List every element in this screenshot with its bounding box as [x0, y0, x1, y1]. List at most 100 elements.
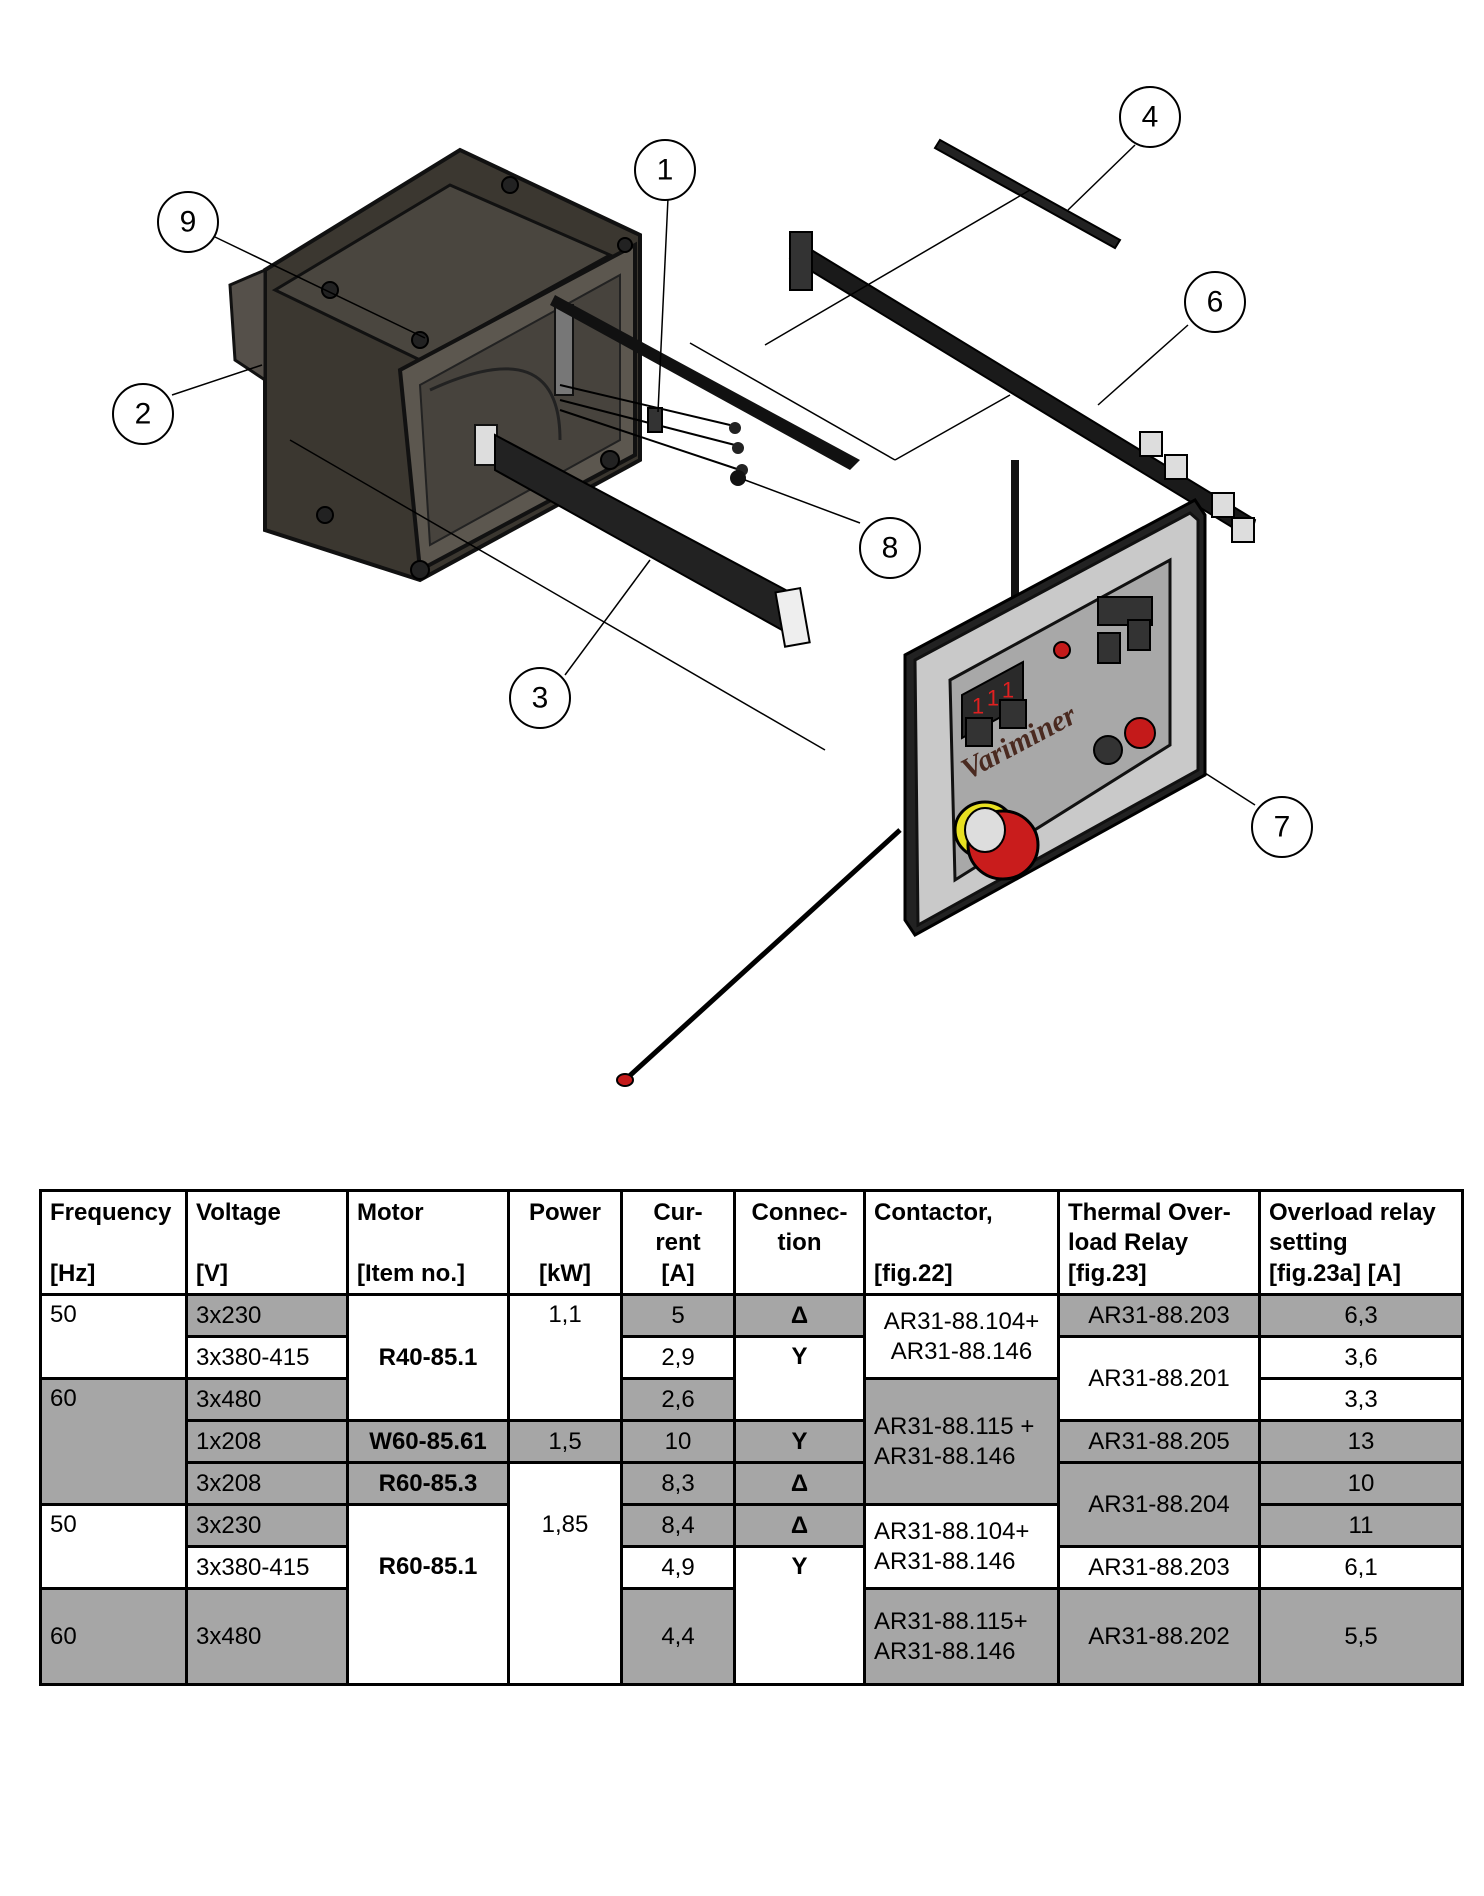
display-digit-2: 1 — [987, 686, 999, 711]
callout-leaders — [171, 144, 1256, 806]
cell-current: 8,3 — [620, 1461, 736, 1506]
cell-motor: R60-85.3 — [346, 1461, 510, 1506]
header-relay-setting: Overload relay setting[fig.23a] [A] — [1258, 1189, 1464, 1296]
cell-contactor: AR31-88.115+ AR31-88.146 — [863, 1587, 1060, 1686]
cable-harness-3 — [494, 433, 811, 648]
table-row: 3x208 R60-85.3 1,85 8,3 Δ AR31-88.204 10 — [41, 1461, 1464, 1686]
motor-spec-table: Frequency[Hz] Voltage[V] Motor[Item no.]… — [39, 1189, 1464, 1686]
cell-current: 2,6 — [620, 1377, 736, 1422]
cell-power: 1,5 — [507, 1419, 623, 1464]
callout-label-4: 4 — [1142, 101, 1159, 134]
header-power: Power[kW] — [507, 1189, 623, 1296]
guide-lines — [289, 189, 1031, 751]
cell-connection: Y — [733, 1419, 866, 1464]
screws-part-8 — [559, 384, 748, 486]
cell-motor: W60-85.61 — [346, 1419, 510, 1464]
cell-connection: Δ — [733, 1461, 866, 1506]
table-row: 3x380-415 2,9 Y AR31-88.201 3,6 — [41, 1335, 1464, 1422]
cell-current: 4,9 — [620, 1545, 736, 1590]
callout-label-7: 7 — [1274, 811, 1291, 844]
callout-7: 7 — [1251, 796, 1313, 858]
callout-label-9: 9 — [180, 206, 197, 239]
cell-connection: Δ — [733, 1293, 866, 1338]
cell-thermal-relay: AR31-88.205 — [1057, 1419, 1261, 1464]
header-motor: Motor[Item no.] — [346, 1189, 510, 1296]
control-panel-part-7: 1 1 1 Variminer — [903, 498, 1207, 937]
panel-cable — [1011, 460, 1019, 600]
cell-current: 10 — [620, 1419, 736, 1464]
cell-current: 8,4 — [620, 1503, 736, 1548]
table-row: 3x380-415 4,9 Y AR31-88.203 6,1 — [41, 1545, 1464, 1686]
cell-power: 1,1 — [507, 1293, 623, 1422]
cell-thermal-relay: AR31-88.203 — [1057, 1545, 1261, 1590]
cell-voltage: 3x208 — [185, 1461, 349, 1506]
cell-relay-setting: 6,3 — [1258, 1293, 1464, 1338]
table-row: 50 3x230 R40-85.1 1,1 5 Δ AR31-88.104+ A… — [39, 1293, 1464, 1422]
cell-voltage: 3x380-415 — [185, 1545, 349, 1590]
callout-6: 6 — [1184, 271, 1246, 333]
table-row: 60 3x480 4,4 AR31-88.115+ AR31-88.146 AR… — [39, 1587, 1464, 1686]
table-row: 50 3x230 R60-85.1 8,4 Δ AR31-88.104+ AR3… — [39, 1503, 1464, 1686]
callout-8: 8 — [859, 517, 921, 579]
cell-voltage: 3x480 — [185, 1587, 349, 1686]
cell-relay-setting: 10 — [1258, 1461, 1464, 1506]
cell-current: 4,4 — [620, 1587, 736, 1686]
cell-contactor: AR31-88.104+ AR31-88.146 — [863, 1293, 1060, 1380]
table-header-row: Frequency[Hz] Voltage[V] Motor[Item no.]… — [39, 1189, 1464, 1296]
table-row: 1x208 W60-85.61 1,5 10 Y AR31-88.205 13 — [41, 1419, 1464, 1464]
header-current: Cur- rent[A] — [620, 1189, 736, 1296]
callout-2: 2 — [112, 383, 174, 445]
cell-current: 5 — [620, 1293, 736, 1338]
header-frequency: Frequency[Hz] — [39, 1189, 188, 1296]
cell-connection: Y — [733, 1545, 866, 1686]
cell-frequency: 50 — [39, 1503, 188, 1590]
cell-power: 1,85 — [507, 1461, 623, 1686]
cell-frequency: 50 — [39, 1293, 188, 1380]
header-thermal-relay: Thermal Over- load Relay[fig.23] — [1057, 1189, 1261, 1296]
cell-relay-setting: 5,5 — [1258, 1587, 1464, 1686]
cell-contactor: AR31-88.115 + AR31-88.146 — [863, 1377, 1060, 1506]
callout-label-6: 6 — [1207, 286, 1224, 319]
cell-relay-setting: 11 — [1258, 1503, 1464, 1548]
display-digit-1: 1 — [972, 694, 984, 719]
cell-contactor: AR31-88.104+ AR31-88.146 — [863, 1503, 1060, 1590]
callout-label-2: 2 — [135, 398, 152, 431]
terminal-strip — [474, 304, 574, 466]
cell-relay-setting: 3,3 — [1258, 1377, 1464, 1422]
cell-motor: R60-85.1 — [346, 1503, 510, 1686]
cell-thermal-relay: AR31-88.204 — [1057, 1461, 1261, 1548]
cell-thermal-relay: AR31-88.202 — [1057, 1587, 1261, 1686]
cell-voltage: 3x230 — [185, 1503, 349, 1548]
header-voltage: Voltage[V] — [185, 1189, 349, 1296]
cell-motor: R40-85.1 — [346, 1293, 510, 1422]
header-contactor: Contactor,[fig.22] — [863, 1189, 1060, 1296]
callout-9: 9 — [157, 191, 219, 253]
table-row: 60 3x480 2,6 AR31-88.115 + AR31-88.146 3… — [39, 1377, 1464, 1506]
callout-1: 1 — [634, 139, 696, 201]
callout-4: 4 — [1119, 86, 1181, 148]
cell-relay-setting: 13 — [1258, 1419, 1464, 1464]
cell-thermal-relay: AR31-88.201 — [1057, 1335, 1261, 1422]
cell-thermal-relay: AR31-88.203 — [1057, 1293, 1261, 1338]
cell-relay-setting: 6,1 — [1258, 1545, 1464, 1590]
cell-voltage: 3x480 — [185, 1377, 349, 1422]
exploded-view-drawing: 1 1 1 Variminer — [112, 86, 1313, 1087]
display-digit-3: 1 — [1002, 678, 1014, 703]
flat-strip-part-4 — [933, 138, 1122, 250]
callout-label-1: 1 — [657, 154, 674, 187]
cell-connection: Δ — [733, 1503, 866, 1548]
cable-rod — [550, 295, 860, 470]
cell-voltage: 1x208 — [185, 1419, 349, 1464]
cell-voltage: 3x230 — [185, 1293, 349, 1338]
header-connection: Connec- tion — [733, 1189, 866, 1296]
sensor-wire — [616, 828, 902, 1087]
cable-harness-6 — [788, 231, 1257, 543]
cell-relay-setting: 3,6 — [1258, 1335, 1464, 1380]
cell-connection: Y — [733, 1335, 866, 1422]
callout-label-3: 3 — [532, 682, 549, 715]
cell-voltage: 3x380-415 — [185, 1335, 349, 1380]
cell-current: 2,9 — [620, 1335, 736, 1380]
cell-frequency: 60 — [39, 1377, 188, 1506]
cell-frequency: 60 — [39, 1587, 188, 1686]
callout-label-8: 8 — [882, 532, 899, 565]
